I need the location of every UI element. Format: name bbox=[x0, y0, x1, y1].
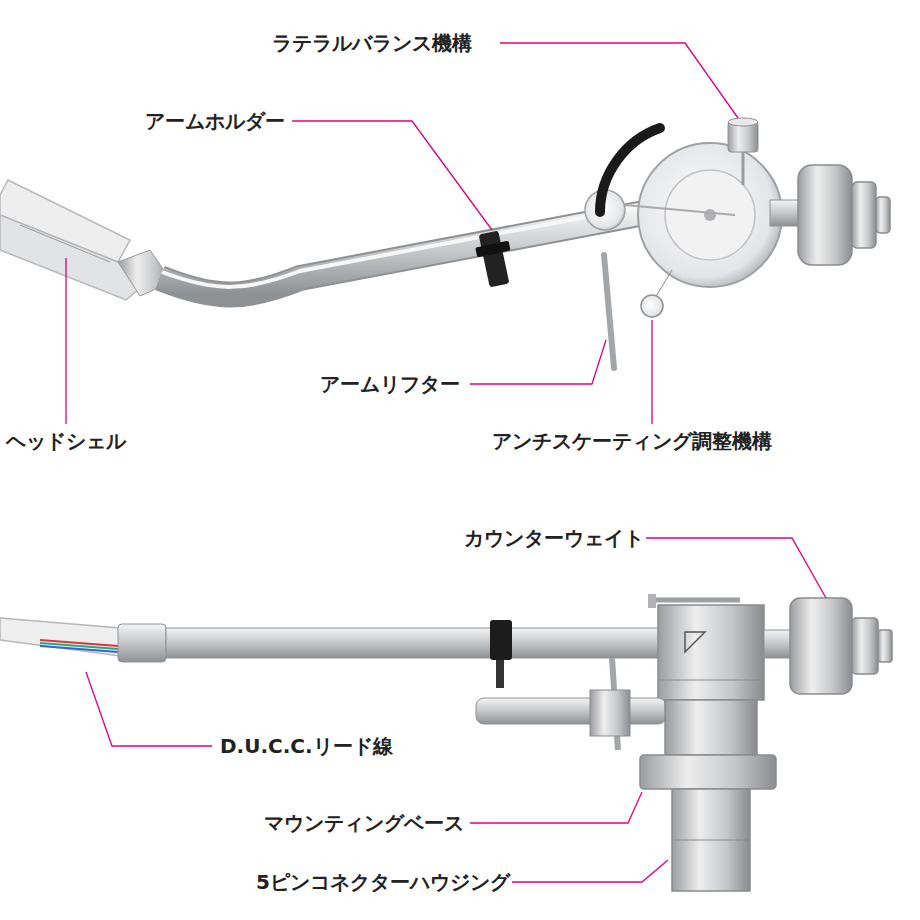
part-label: アームホルダー bbox=[143, 108, 287, 134]
part-label: D.U.C.C.リード線 bbox=[218, 733, 395, 759]
part-label: カウンターウェイト bbox=[462, 525, 646, 551]
part-label: マウンティングベース bbox=[262, 810, 466, 836]
part-label: アンチスケーティング調整機構 bbox=[490, 428, 774, 454]
part-label: アームリフター bbox=[318, 371, 462, 397]
part-label: 5ピンコネクターハウジング bbox=[254, 869, 512, 895]
part-label: ヘッドシェル bbox=[4, 428, 128, 454]
part-label: ラテラルバランス機構 bbox=[270, 30, 474, 56]
leader-lines bbox=[66, 43, 826, 882]
